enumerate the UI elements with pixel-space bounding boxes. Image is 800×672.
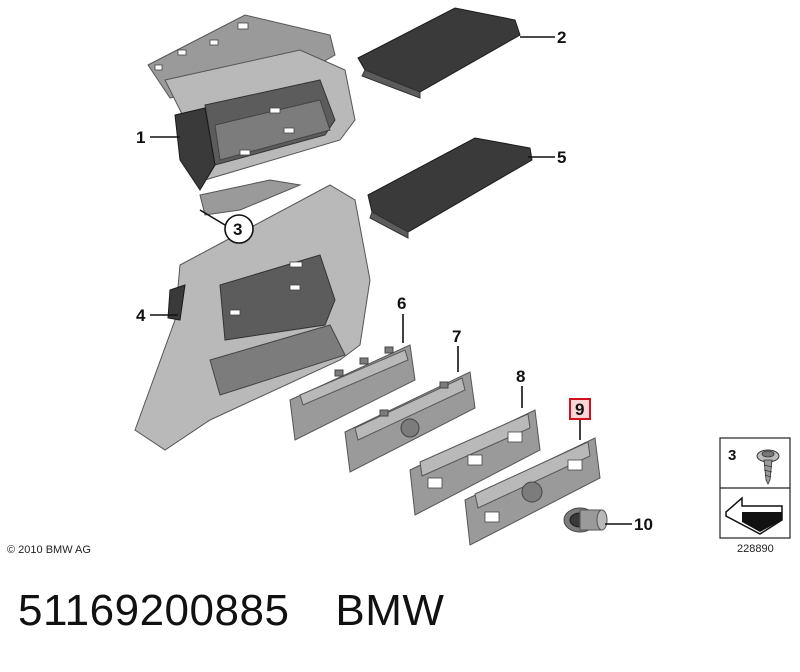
leader-lines — [150, 36, 632, 525]
part-number: 51169200885 — [18, 586, 290, 635]
callout-4: 4 — [136, 306, 146, 325]
callout-10: 10 — [634, 515, 653, 534]
callout-3: 3 — [233, 220, 242, 239]
part-7-panel-with-socket — [344, 371, 476, 473]
part-6-blank-panel — [289, 344, 416, 441]
callout-9: 9 — [575, 400, 584, 419]
diagram-number: 228890 — [737, 543, 774, 555]
callout-6: 6 — [397, 294, 406, 313]
legend-item-number: 3 — [728, 447, 736, 464]
part-9-panel-with-socket — [464, 437, 601, 546]
callout-3-circle — [224, 214, 254, 244]
parts-diagram: 1 2 3 4 5 6 7 8 9 10 3 228890 — [134, 7, 791, 555]
footer: 51169200885 BMW — [18, 586, 490, 636]
callout-1: 1 — [136, 128, 145, 147]
part-5-mat-lower — [367, 137, 533, 239]
part-10-socket-plug — [563, 507, 608, 533]
copyright-notice: © 2010 BMW AG — [7, 544, 91, 556]
part-2-mat-upper — [357, 7, 521, 99]
callout-5: 5 — [557, 148, 566, 167]
part-group-arrow-icon — [725, 496, 783, 535]
part-4-console-frame — [134, 184, 371, 451]
brand-name: BMW — [335, 586, 445, 635]
callout-9-highlight-box — [569, 398, 591, 420]
callout-7: 7 — [452, 327, 461, 346]
part-1-upper-tray — [147, 14, 356, 216]
screw-icon — [756, 449, 780, 485]
callout-8: 8 — [516, 367, 525, 386]
part-8-panel-cutouts — [409, 409, 541, 516]
callout-2: 2 — [557, 28, 566, 47]
